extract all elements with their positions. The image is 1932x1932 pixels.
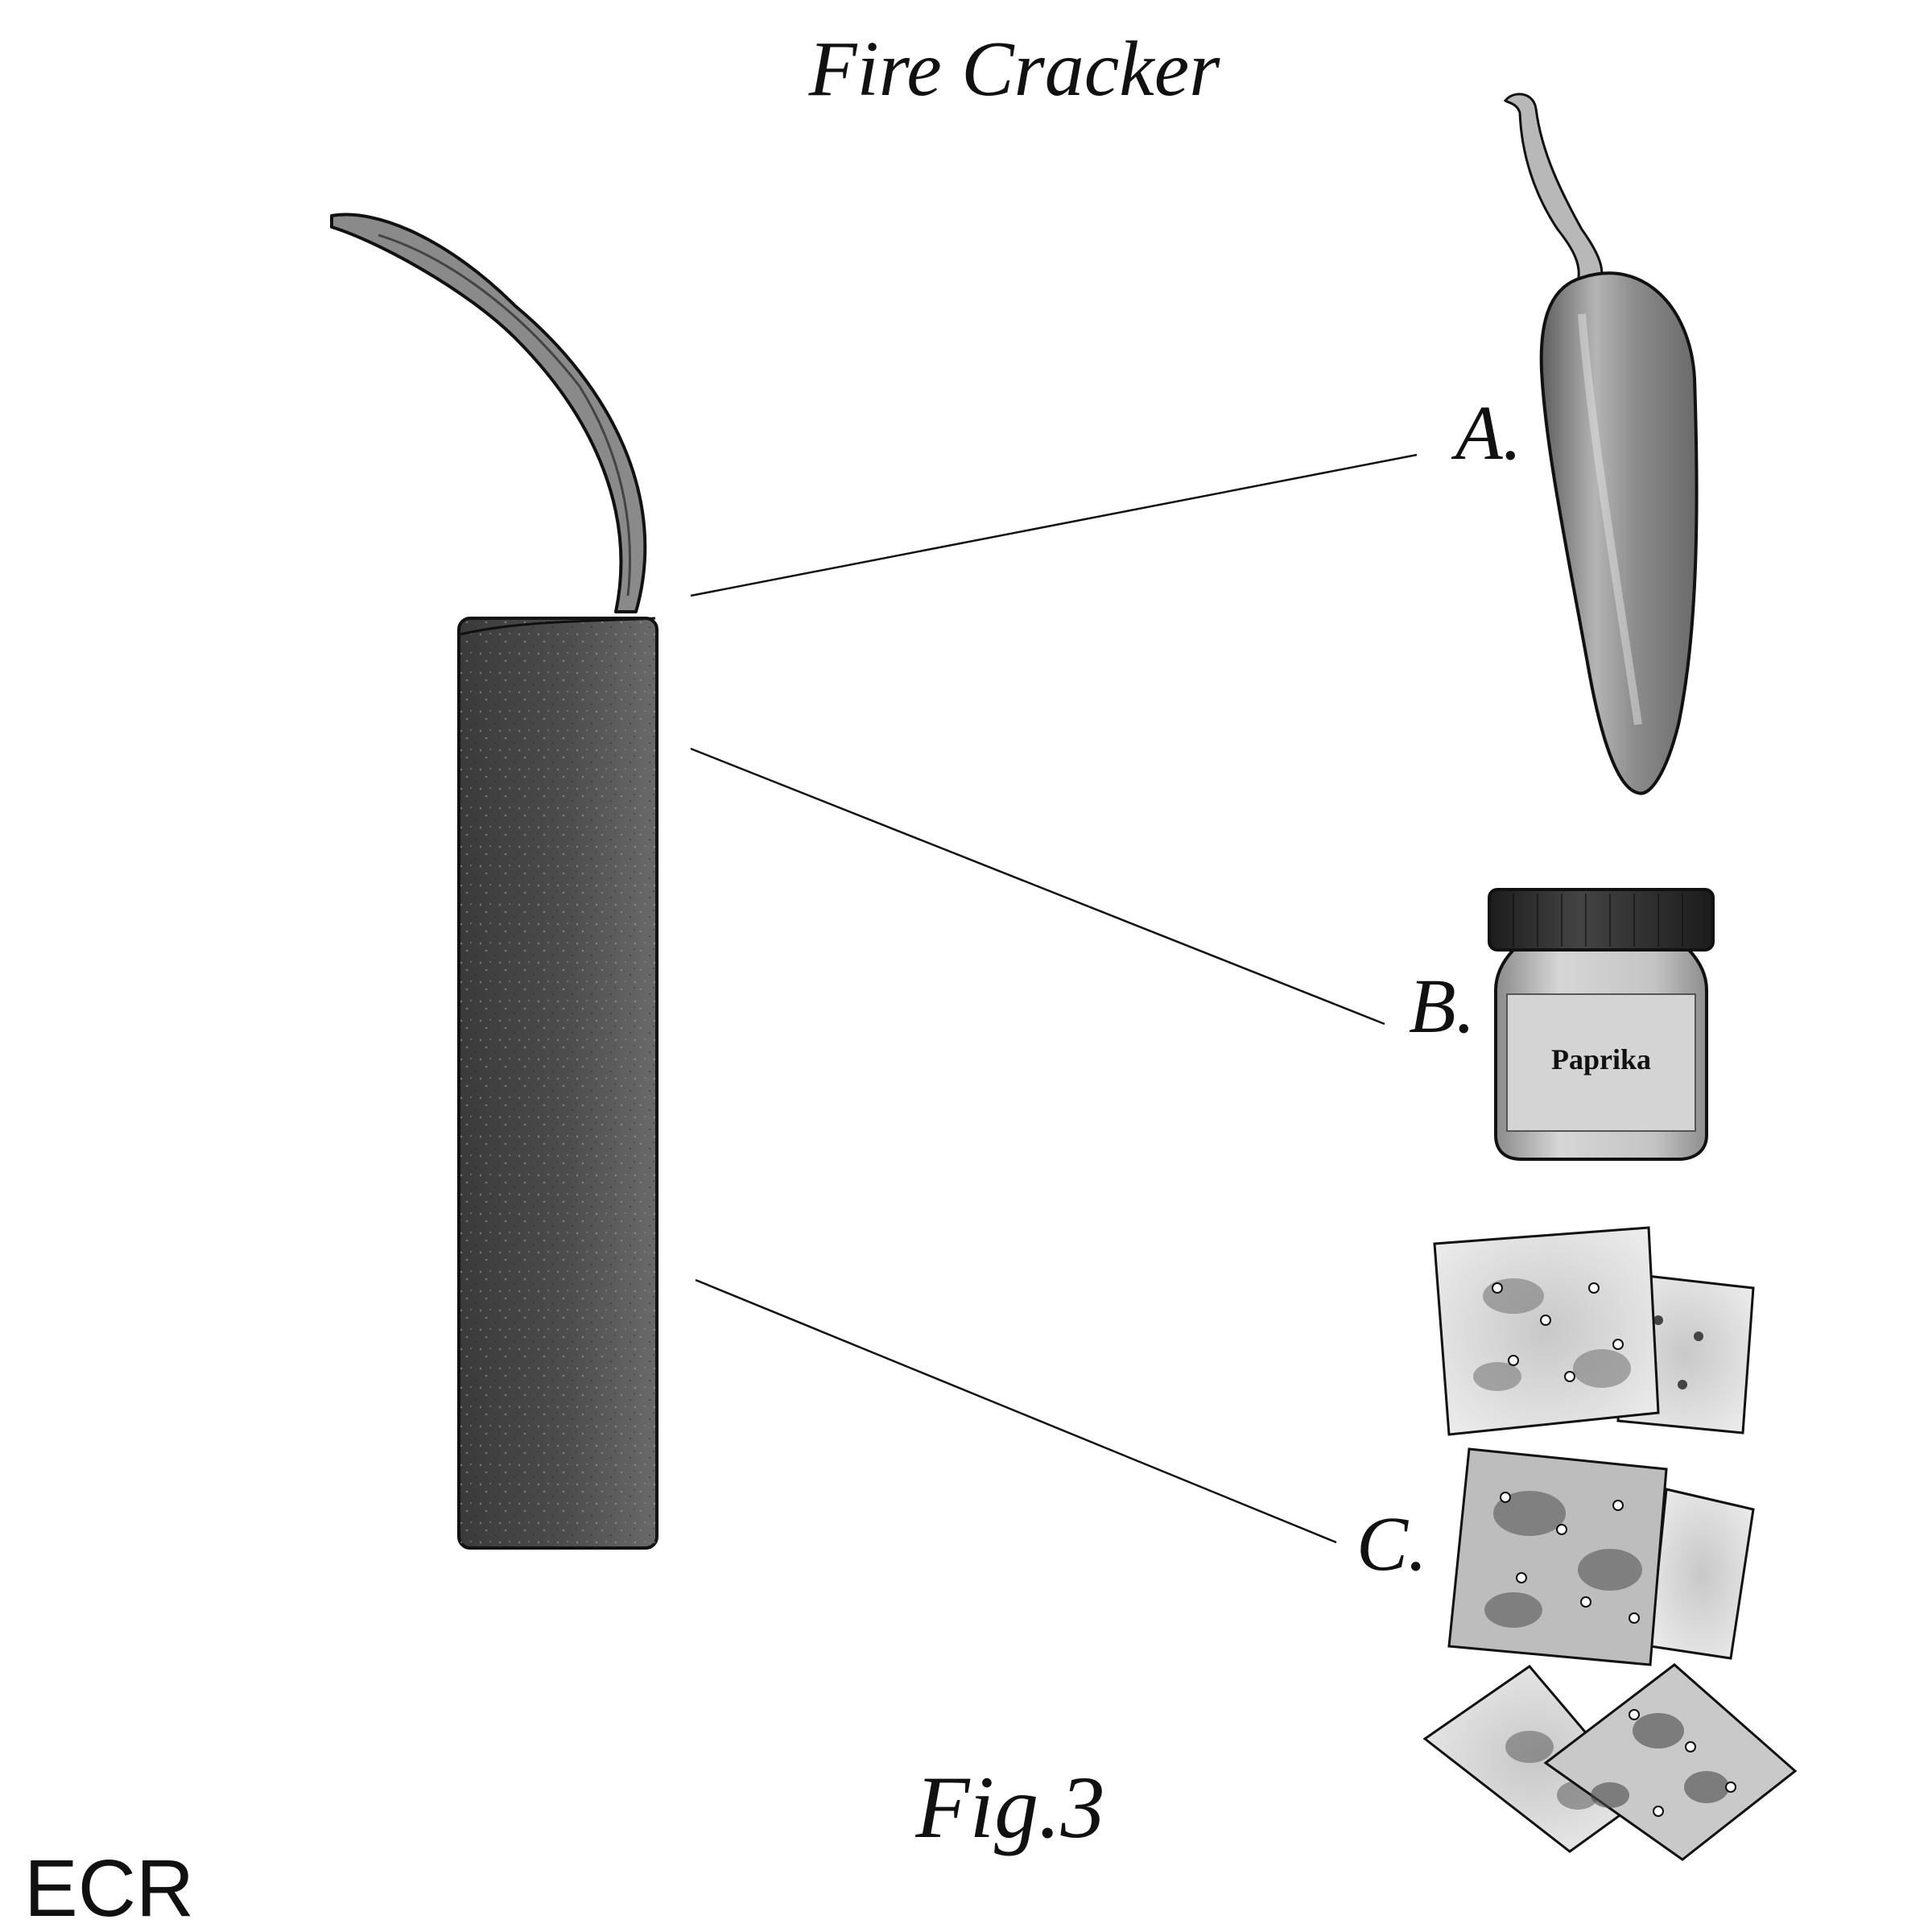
pepper-stem	[1503, 93, 1604, 287]
leader-line-c	[695, 1278, 1337, 1544]
callout-letter-c: C.	[1356, 1501, 1427, 1587]
pepper-illustration	[1503, 93, 1699, 795]
saltine-crackers	[1422, 1226, 1798, 1861]
leader-line-a	[690, 453, 1418, 597]
jar-label-text: Paprika	[1551, 1043, 1651, 1075]
firecracker	[330, 213, 658, 1550]
leader-line-b	[690, 747, 1385, 1026]
diagram-title: Fire Cracker	[808, 26, 1221, 113]
cracker-bottom-right	[1543, 1663, 1798, 1861]
jar-lid	[1488, 888, 1715, 952]
artist-signature: ECR	[24, 1843, 194, 1932]
cracker-mid-right	[1649, 1488, 1755, 1660]
paprika-jar: Paprika	[1488, 888, 1715, 1161]
jar-label	[1506, 993, 1696, 1132]
cracker-middle	[1447, 1447, 1668, 1666]
pepper-body	[1539, 271, 1699, 795]
firecracker-fuse	[330, 213, 647, 613]
callout-letter-b: B.	[1409, 963, 1476, 1049]
cracker-top	[1433, 1226, 1660, 1436]
callout-letter-a: A.	[1451, 390, 1522, 476]
figure-caption: Fig.3	[914, 1758, 1104, 1856]
